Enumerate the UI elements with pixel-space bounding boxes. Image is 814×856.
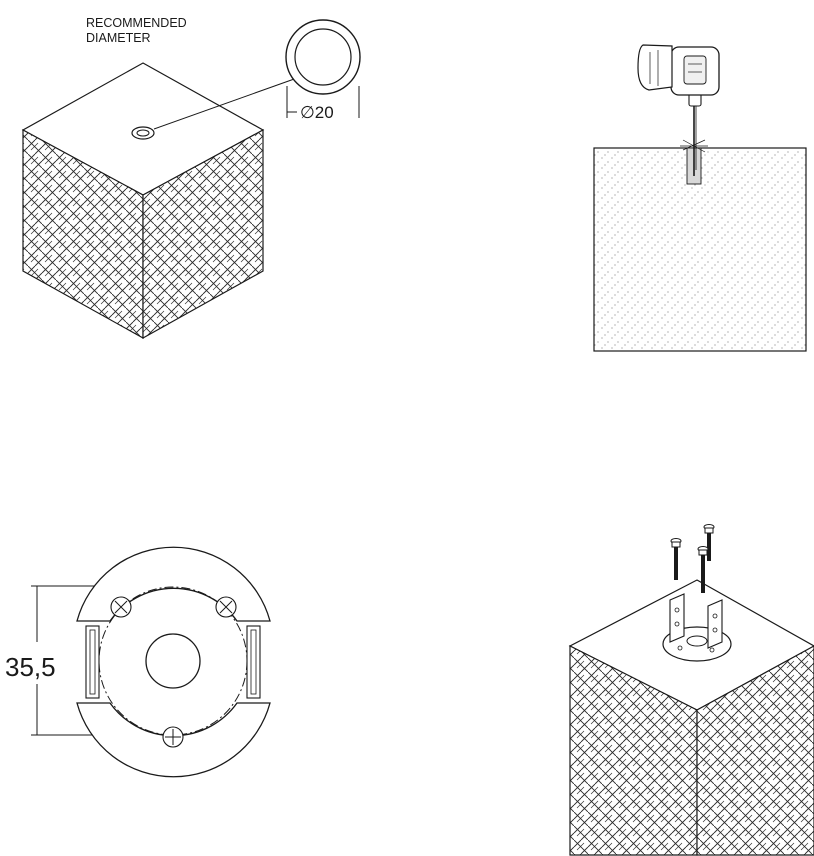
bracket-plan-view <box>76 546 271 778</box>
screw-hole-cross-left <box>110 596 132 618</box>
diameter-value-label: ∅20 <box>300 103 334 122</box>
screw-hole-plus-bottom <box>162 726 184 748</box>
screw-hole-cross-right <box>215 596 237 618</box>
panel-top-left: RECOMMENDED DIAMETER ∅20 <box>21 16 361 340</box>
drill-hole-marker <box>131 126 155 140</box>
drill-icon <box>637 44 720 176</box>
diameter-dimension <box>286 86 360 118</box>
screw-icon <box>697 546 709 593</box>
panel-bottom-left: 35,5 <box>5 546 271 778</box>
caption-recommended: RECOMMENDED <box>86 16 187 30</box>
bracket-icon <box>662 593 732 662</box>
leader-line <box>153 77 298 130</box>
panel-bottom-right <box>568 524 814 856</box>
panel-top-right <box>593 44 807 352</box>
screw-icon <box>670 538 682 580</box>
concrete-cube-right <box>568 579 814 856</box>
diameter-detail-circle <box>285 19 361 95</box>
height-value-label: 35,5 <box>5 652 56 682</box>
caption-diameter: DIAMETER <box>86 31 151 45</box>
screw-icon <box>703 524 715 561</box>
concrete-cube-left <box>21 62 265 340</box>
